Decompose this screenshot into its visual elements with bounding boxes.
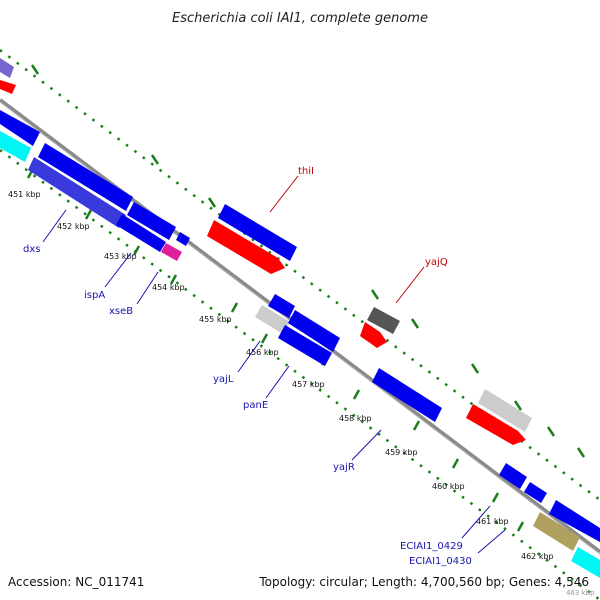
feature-light-gray [478,389,532,432]
map-title: Escherichia coli IAI1, complete genome [172,11,428,26]
gene-label-yajR: yajR [333,462,355,473]
gene-eciai1-0429-feature [499,463,527,489]
tick-label: 456 kbp [246,348,279,357]
summary-text: Topology: circular; Length: 4,700,560 bp… [258,575,589,589]
gene-yajQ-dark [367,307,400,334]
accession-text: Accession: NC_011741 [8,575,144,589]
tick-label: 457 kbp [292,380,325,389]
gene-label-panE: panE [243,400,268,411]
tick-label: 451 kbp [8,190,41,199]
tick-label: 454 kbp [152,283,185,292]
tick-label: 458 kbp [339,414,372,423]
gene-label-yajL: yajL [213,374,234,385]
feature-lavender [0,58,14,78]
gene-leader-lines [42,175,506,554]
tick-label: 461 kbp [476,517,509,526]
tick-label: 453 kbp [104,252,137,261]
gene-label-eciai1-0430: ECIAI1_0430 [409,556,472,567]
feature-blue-right [549,500,600,542]
feature-red-right [466,404,526,445]
gene-xseB-feature [116,214,166,252]
gene-thiI-feature-red [207,220,285,274]
gene-yajR-feature [372,368,442,422]
gene-yajQ-red [360,322,387,348]
gene-small-blue [176,232,190,246]
corner-kbp-label: 463 kbp [566,589,595,597]
gene-label-yajQ: yajQ [425,257,448,268]
gene-label-eciai1-0429: ECIAI1_0429 [400,541,463,552]
gene-dxs-feature [38,143,133,211]
gene-eciai1-0430-feature [524,482,547,503]
gene-ispA-feature [127,202,176,240]
gene-thiI-feature-blue [218,204,297,261]
gene-yajL-feature [255,305,290,334]
feature-olive [533,512,580,551]
gene-dxs-feature-lower [28,157,126,228]
inner-ruler-ticks [26,168,525,532]
gene-panE-feature [288,310,340,352]
gene-label-ispA: ispA [84,290,105,301]
tick-label: 462 kbp [521,552,554,561]
kbp-labels: 451 kbp 452 kbp 453 kbp 454 kbp 455 kbp … [8,190,554,561]
feature-cyan-right [571,547,600,578]
tick-label: 452 kbp [57,222,90,231]
gene-label-dxs: dxs [23,244,40,255]
inner-ruler-line [0,149,600,600]
feature-blue [0,110,40,146]
tick-label: 455 kbp [199,315,232,324]
tick-label: 459 kbp [385,448,418,457]
gene-labels: dxs ispA xseB thiI yajQ yajL panE yajR E… [23,166,472,567]
feature-cyan [0,131,31,162]
gene-label-thiI: thiI [298,166,314,177]
gene-features [0,58,600,578]
gene-blue-top [268,294,295,318]
gene-panE-feature-lower [278,325,332,366]
tick-label: 460 kbp [432,482,465,491]
feature-red [0,80,16,94]
outer-ruler-ticks [30,64,586,458]
gene-magenta-feature [161,243,182,261]
gene-label-xseB: xseB [109,306,133,317]
